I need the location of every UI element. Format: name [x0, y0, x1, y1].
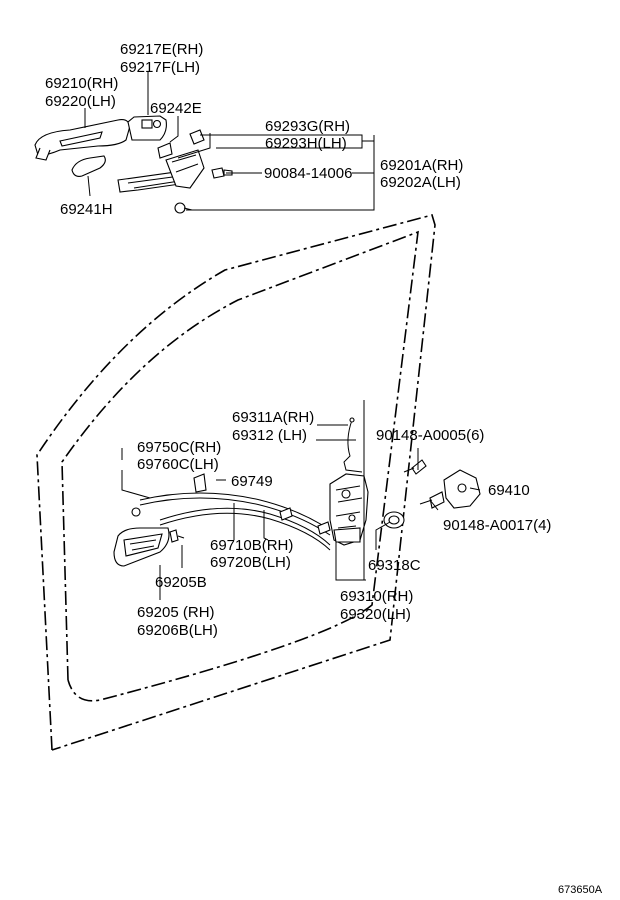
- part-labels: 69217E(RH) 69217F(LH) 69210(RH) 69220(LH…: [45, 41, 603, 896]
- label-69710-line2: 69720B(LH): [210, 554, 291, 571]
- leader-lines-lower: [121, 400, 481, 600]
- label-90084: 90084-14006: [264, 165, 352, 182]
- label-69205b: 69205B: [155, 574, 207, 591]
- label-69750-line1: 69750C(RH): [137, 439, 221, 456]
- label-69210-line2: 69220(LH): [45, 93, 116, 110]
- label-69293-line2: 69293H(LH): [265, 135, 347, 152]
- label-69201-line1: 69201A(RH): [380, 157, 463, 174]
- label-69293-line1: 69293G(RH): [265, 118, 350, 135]
- label-69310-line1: 69310(RH): [340, 588, 413, 605]
- label-69749: 69749: [231, 473, 273, 490]
- label-90148-a0017: 90148-A0017(4): [443, 517, 551, 534]
- label-69311-line1: 69311A(RH): [232, 409, 314, 426]
- label-69410: 69410: [488, 482, 530, 499]
- label-69310-line2: 69320(LH): [340, 606, 411, 623]
- inside-handle: [113, 527, 185, 567]
- label-69201-line2: 69202A(LH): [380, 174, 461, 191]
- door-outline: [36, 214, 436, 751]
- label-69217-line2: 69217F(LH): [120, 59, 200, 76]
- label-69318c: 69318C: [368, 557, 421, 574]
- label-69311-line2: 69312 (LH): [232, 427, 307, 444]
- leader-lines-upper: [84, 72, 375, 211]
- label-90148-a0005: 90148-A0005(6): [376, 427, 484, 444]
- label-69205-line1: 69205 (RH): [137, 604, 215, 621]
- diagram-code: 673650A: [558, 884, 603, 896]
- label-69241h: 69241H: [60, 201, 113, 218]
- label-69750-line2: 69760C(LH): [137, 456, 219, 473]
- cable-assemblies: [131, 473, 331, 551]
- label-69217-line1: 69217E(RH): [120, 41, 203, 58]
- label-69210-line1: 69210(RH): [45, 75, 118, 92]
- outside-handle-assembly: [34, 115, 233, 214]
- label-69242e: 69242E: [150, 100, 202, 117]
- label-69205-line2: 69206B(LH): [137, 622, 218, 639]
- lock-mechanism: [329, 417, 481, 546]
- label-69710-line1: 69710B(RH): [210, 537, 293, 554]
